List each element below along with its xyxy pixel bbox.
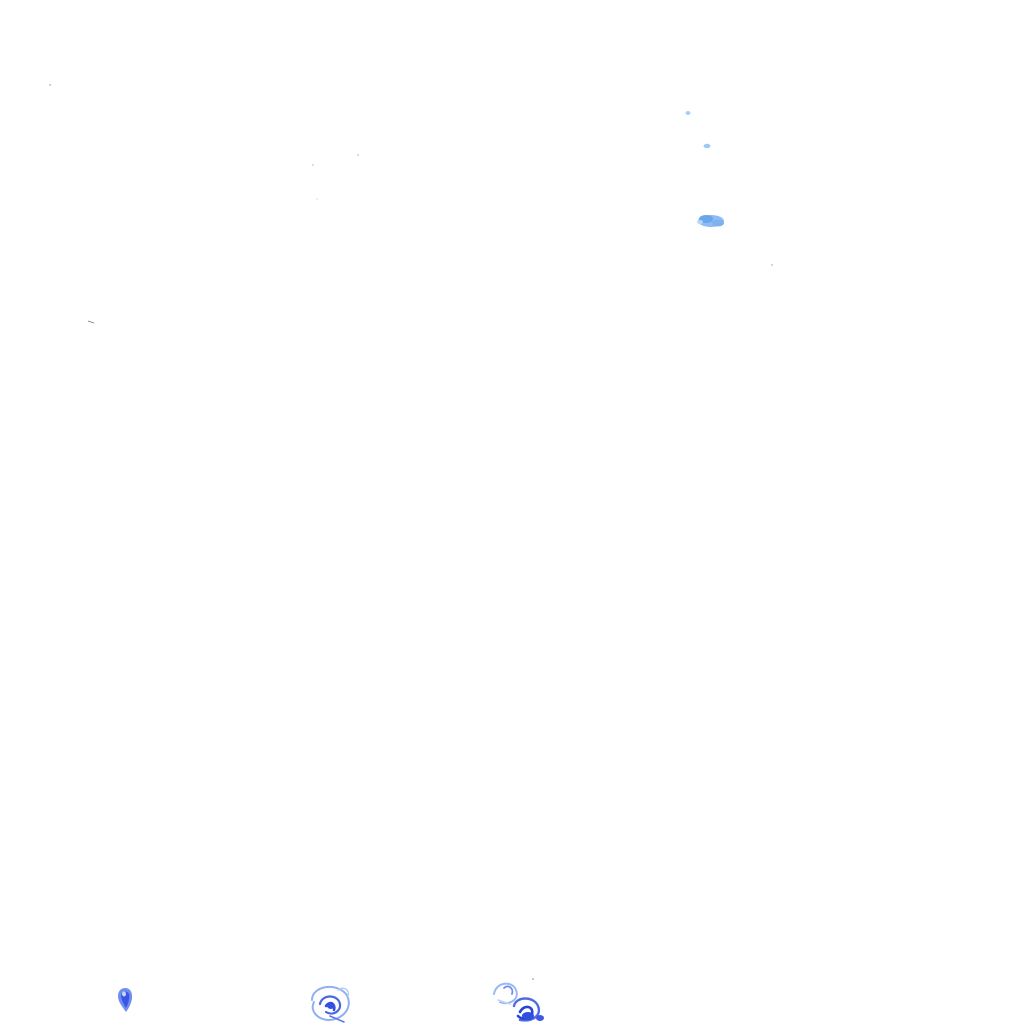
- speck: [49, 84, 51, 86]
- specks: [49, 84, 773, 324]
- speck: [312, 164, 314, 166]
- speck: [316, 198, 318, 200]
- bottom-left-drop: [118, 988, 133, 1012]
- speck: [771, 264, 773, 266]
- bottom-right-cluster: [493, 978, 544, 1022]
- speck: [87, 320, 95, 324]
- upper-right-splash: [697, 215, 724, 227]
- upper-right-group: [685, 111, 724, 227]
- speck: [357, 154, 359, 156]
- upper-right-dot-small: [685, 111, 691, 115]
- upper-right-dot-second: [703, 143, 711, 149]
- bottom-center-swirl: [311, 985, 350, 1023]
